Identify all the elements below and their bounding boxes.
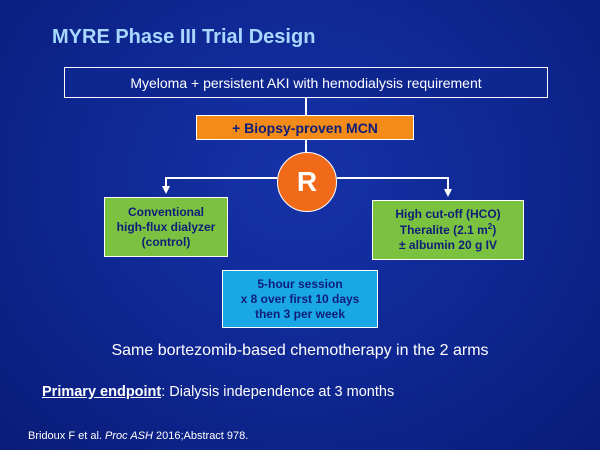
randomization-label: R xyxy=(296,166,318,197)
primary-endpoint-label: Primary endpoint xyxy=(42,384,162,400)
session-line-1: 5-hour session xyxy=(257,276,343,291)
slide-title: MYRE Phase III Trial Design xyxy=(52,26,316,48)
criterion-text: + Biopsy-proven MCN xyxy=(232,119,378,136)
hco-arm-line-2-text: Theralite (2.1 m xyxy=(399,223,488,237)
citation-journal: Proc ASH xyxy=(105,430,153,442)
hco-arm-box: High cut-off (HCO) Theralite (2.1 m2) ± … xyxy=(372,200,524,260)
chemotherapy-note: Same bortezomib-based chemotherapy in th… xyxy=(111,342,489,359)
population-box: Myeloma + persistent AKI with hemodialys… xyxy=(64,67,548,98)
primary-endpoint-colon: : xyxy=(161,384,166,400)
criterion-box: + Biopsy-proven MCN xyxy=(196,115,414,140)
citation: Bridoux F et al. Proc ASH 2016;Abstract … xyxy=(28,430,248,442)
control-arm-line-1: Conventional xyxy=(127,204,204,219)
population-text: Myeloma + persistent AKI with hemodialys… xyxy=(130,74,482,91)
primary-endpoint-text: Dialysis independence at 3 months xyxy=(165,384,395,400)
session-line-3: then 3 per week xyxy=(254,306,346,321)
primary-endpoint: Primary endpoint: Dialysis independence … xyxy=(42,384,394,400)
session-box: 5-hour session x 8 over first 10 days th… xyxy=(222,270,378,328)
hco-arm-superscript: 2 xyxy=(487,222,493,231)
control-arm-box: Conventional high-flux dialyzer (control… xyxy=(104,197,228,257)
hco-arm-line-1: High cut-off (HCO) xyxy=(395,207,501,221)
hco-arm-line-3: ± albumin 20 g IV xyxy=(399,238,497,252)
citation-rest: 2016;Abstract 978. xyxy=(152,430,249,442)
session-line-2: x 8 over first 10 days xyxy=(240,291,360,306)
hco-arm-line-2-close: ) xyxy=(492,223,497,237)
hco-arm-line-2: Theralite (2.1 m2) xyxy=(395,222,500,238)
control-arm-line-2: high-flux dialyzer xyxy=(116,219,216,234)
citation-authors: Bridoux F et al. xyxy=(28,430,106,442)
control-arm-line-3: (control) xyxy=(141,234,191,249)
randomization-circle: R xyxy=(277,152,337,212)
